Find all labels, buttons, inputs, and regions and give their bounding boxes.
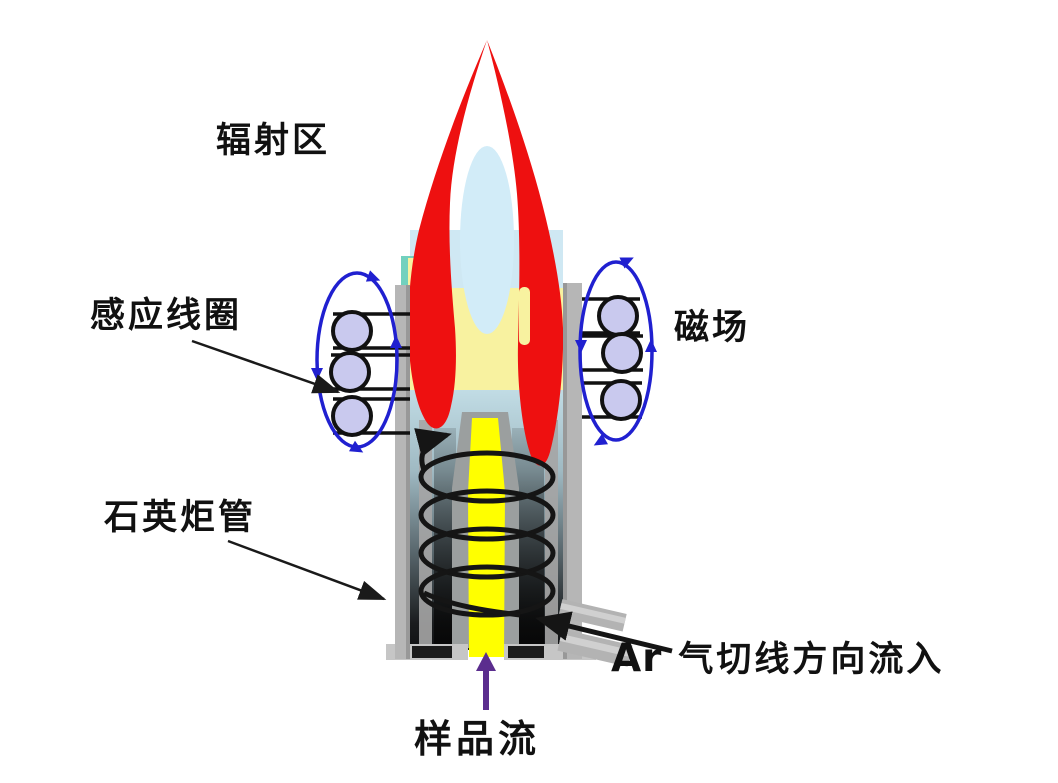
torch-wall-right-edge xyxy=(563,283,567,659)
coil-turn xyxy=(331,310,373,352)
flame-right-lobe xyxy=(487,40,564,466)
coil-turn xyxy=(329,351,371,393)
quartz-tube-pointer-arrow xyxy=(227,539,387,601)
induction-coil-pointer-arrow xyxy=(191,339,341,394)
argon-tangential-flow-text: 气切线方向流入 xyxy=(678,640,945,680)
flame-left-lobe xyxy=(408,40,487,429)
coil-turn xyxy=(331,395,373,437)
argon-inlet-tube xyxy=(557,629,633,667)
flame-core xyxy=(460,146,514,334)
coil-turn xyxy=(597,295,639,337)
quartz-torch-tube-label: 石英炬管 xyxy=(104,498,257,538)
sample-flow-label: 样品流 xyxy=(414,717,541,761)
torch-wall-right xyxy=(563,283,582,659)
torch-wall-left-edge xyxy=(406,285,410,659)
coil-turn xyxy=(601,332,643,374)
gas-swirl-spiral xyxy=(414,428,556,618)
argon-flow-label: Ar 气切线方向流入 xyxy=(611,636,945,681)
coil-turn xyxy=(600,379,642,421)
induction-coil-label: 感应线圈 xyxy=(90,296,243,336)
magnetic-field-label: 磁场 xyxy=(674,308,751,348)
induction-coil-left xyxy=(329,310,410,437)
radiation-zone-label: 辐射区 xyxy=(216,121,331,161)
induction-coil-right xyxy=(582,295,643,421)
base-dark-segment xyxy=(412,646,452,658)
flame-slit xyxy=(519,287,530,345)
field-line-right xyxy=(575,257,657,446)
argon-inlet-tube xyxy=(558,599,627,632)
argon-symbol: Ar xyxy=(611,636,663,681)
sample-flow-arrow xyxy=(476,652,496,710)
base-dark-segment xyxy=(508,646,544,658)
inner-dark-column-left xyxy=(434,428,456,648)
argon-inflow-arrow xyxy=(535,611,673,654)
